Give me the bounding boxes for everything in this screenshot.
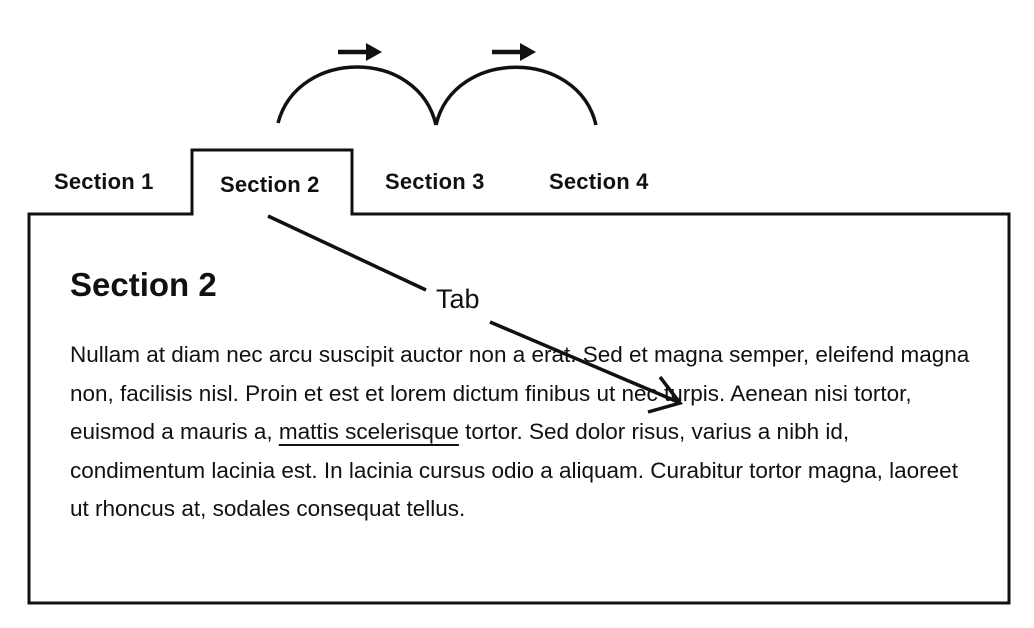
right-arrow-icon — [492, 43, 536, 61]
arrow-key-arc-1 — [276, 65, 438, 126]
tab-section-3[interactable]: Section 3 — [385, 169, 485, 194]
panel-text-after-link: tortor. Sed dolor risus, varius a nibh i… — [70, 419, 958, 522]
arrow-key-arc-2 — [434, 65, 598, 126]
tab-section-4[interactable]: Section 4 — [549, 169, 649, 194]
tab-key-label: Tab — [432, 284, 484, 315]
panel-link[interactable]: mattis scelerisque — [278, 419, 459, 445]
tab-section-2[interactable]: Section 2 — [220, 172, 320, 197]
right-arrow-icon — [338, 43, 382, 61]
panel-heading: Section 2 — [70, 266, 217, 303]
tab-section-1[interactable]: Section 1 — [54, 169, 154, 194]
tab-path-line-1 — [267, 214, 427, 292]
panel-body-text: Nullam at diam nec arcu suscipit auctor … — [70, 336, 970, 529]
